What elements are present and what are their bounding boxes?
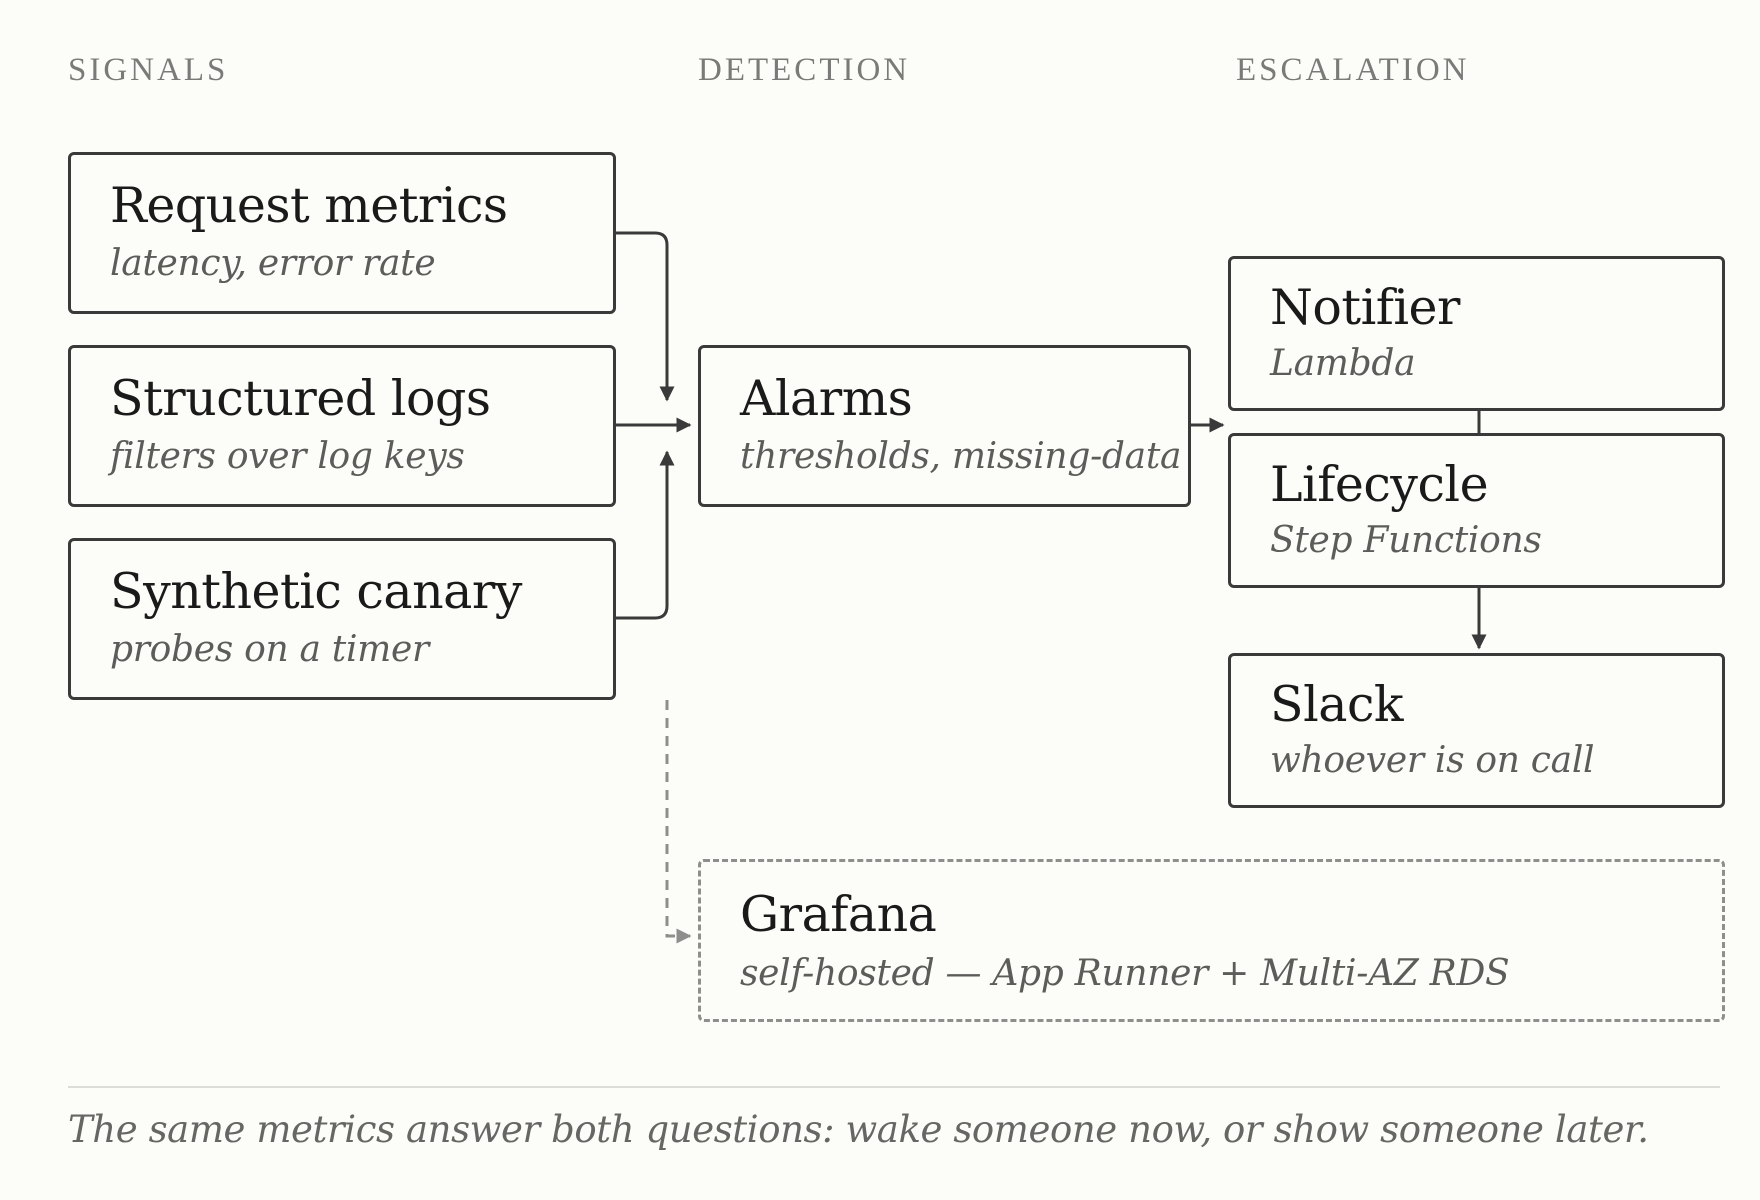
node-alarms: Alarms thresholds, missing-data [698, 345, 1191, 507]
node-notifier: Notifier Lambda [1228, 256, 1725, 411]
node-title: Notifier [1270, 279, 1460, 336]
caption: The same metrics answer both questions: … [68, 1108, 1649, 1151]
node-title: Lifecycle [1270, 456, 1489, 513]
node-title: Alarms [740, 370, 913, 427]
column-header-detection: DETECTION [698, 52, 911, 88]
node-subtitle: Lambda [1270, 343, 1416, 384]
node-subtitle: filters over log keys [110, 436, 465, 477]
node-subtitle: Step Functions [1270, 520, 1542, 561]
column-header-signals: SIGNALS [68, 52, 229, 88]
node-subtitle: thresholds, missing-data [740, 436, 1182, 477]
node-subtitle: probes on a timer [110, 629, 429, 670]
node-subtitle: whoever is on call [1270, 740, 1595, 781]
node-title: Slack [1270, 676, 1404, 733]
node-title: Request metrics [110, 177, 508, 234]
footer-divider [68, 1086, 1720, 1088]
edge-request-metrics-to-alarms [615, 231, 675, 402]
column-header-escalation: ESCALATION [1236, 52, 1470, 88]
node-title: Structured logs [110, 370, 491, 427]
edge-signals-to-grafana [665, 700, 692, 944]
node-title: Synthetic canary [110, 563, 522, 620]
node-subtitle: self-hosted — App Runner + Multi-AZ RDS [740, 953, 1510, 994]
node-slack: Slack whoever is on call [1228, 653, 1725, 808]
node-structured-logs: Structured logs filters over log keys [68, 345, 616, 507]
node-request-metrics: Request metrics latency, error rate [68, 152, 616, 314]
node-synthetic-canary: Synthetic canary probes on a timer [68, 538, 616, 700]
node-lifecycle: Lifecycle Step Functions [1228, 433, 1725, 588]
node-grafana: Grafana self-hosted — App Runner + Multi… [698, 859, 1725, 1022]
node-title: Grafana [740, 886, 937, 943]
node-subtitle: latency, error rate [110, 243, 436, 284]
edge-synthetic-canary-to-alarms [615, 450, 675, 620]
